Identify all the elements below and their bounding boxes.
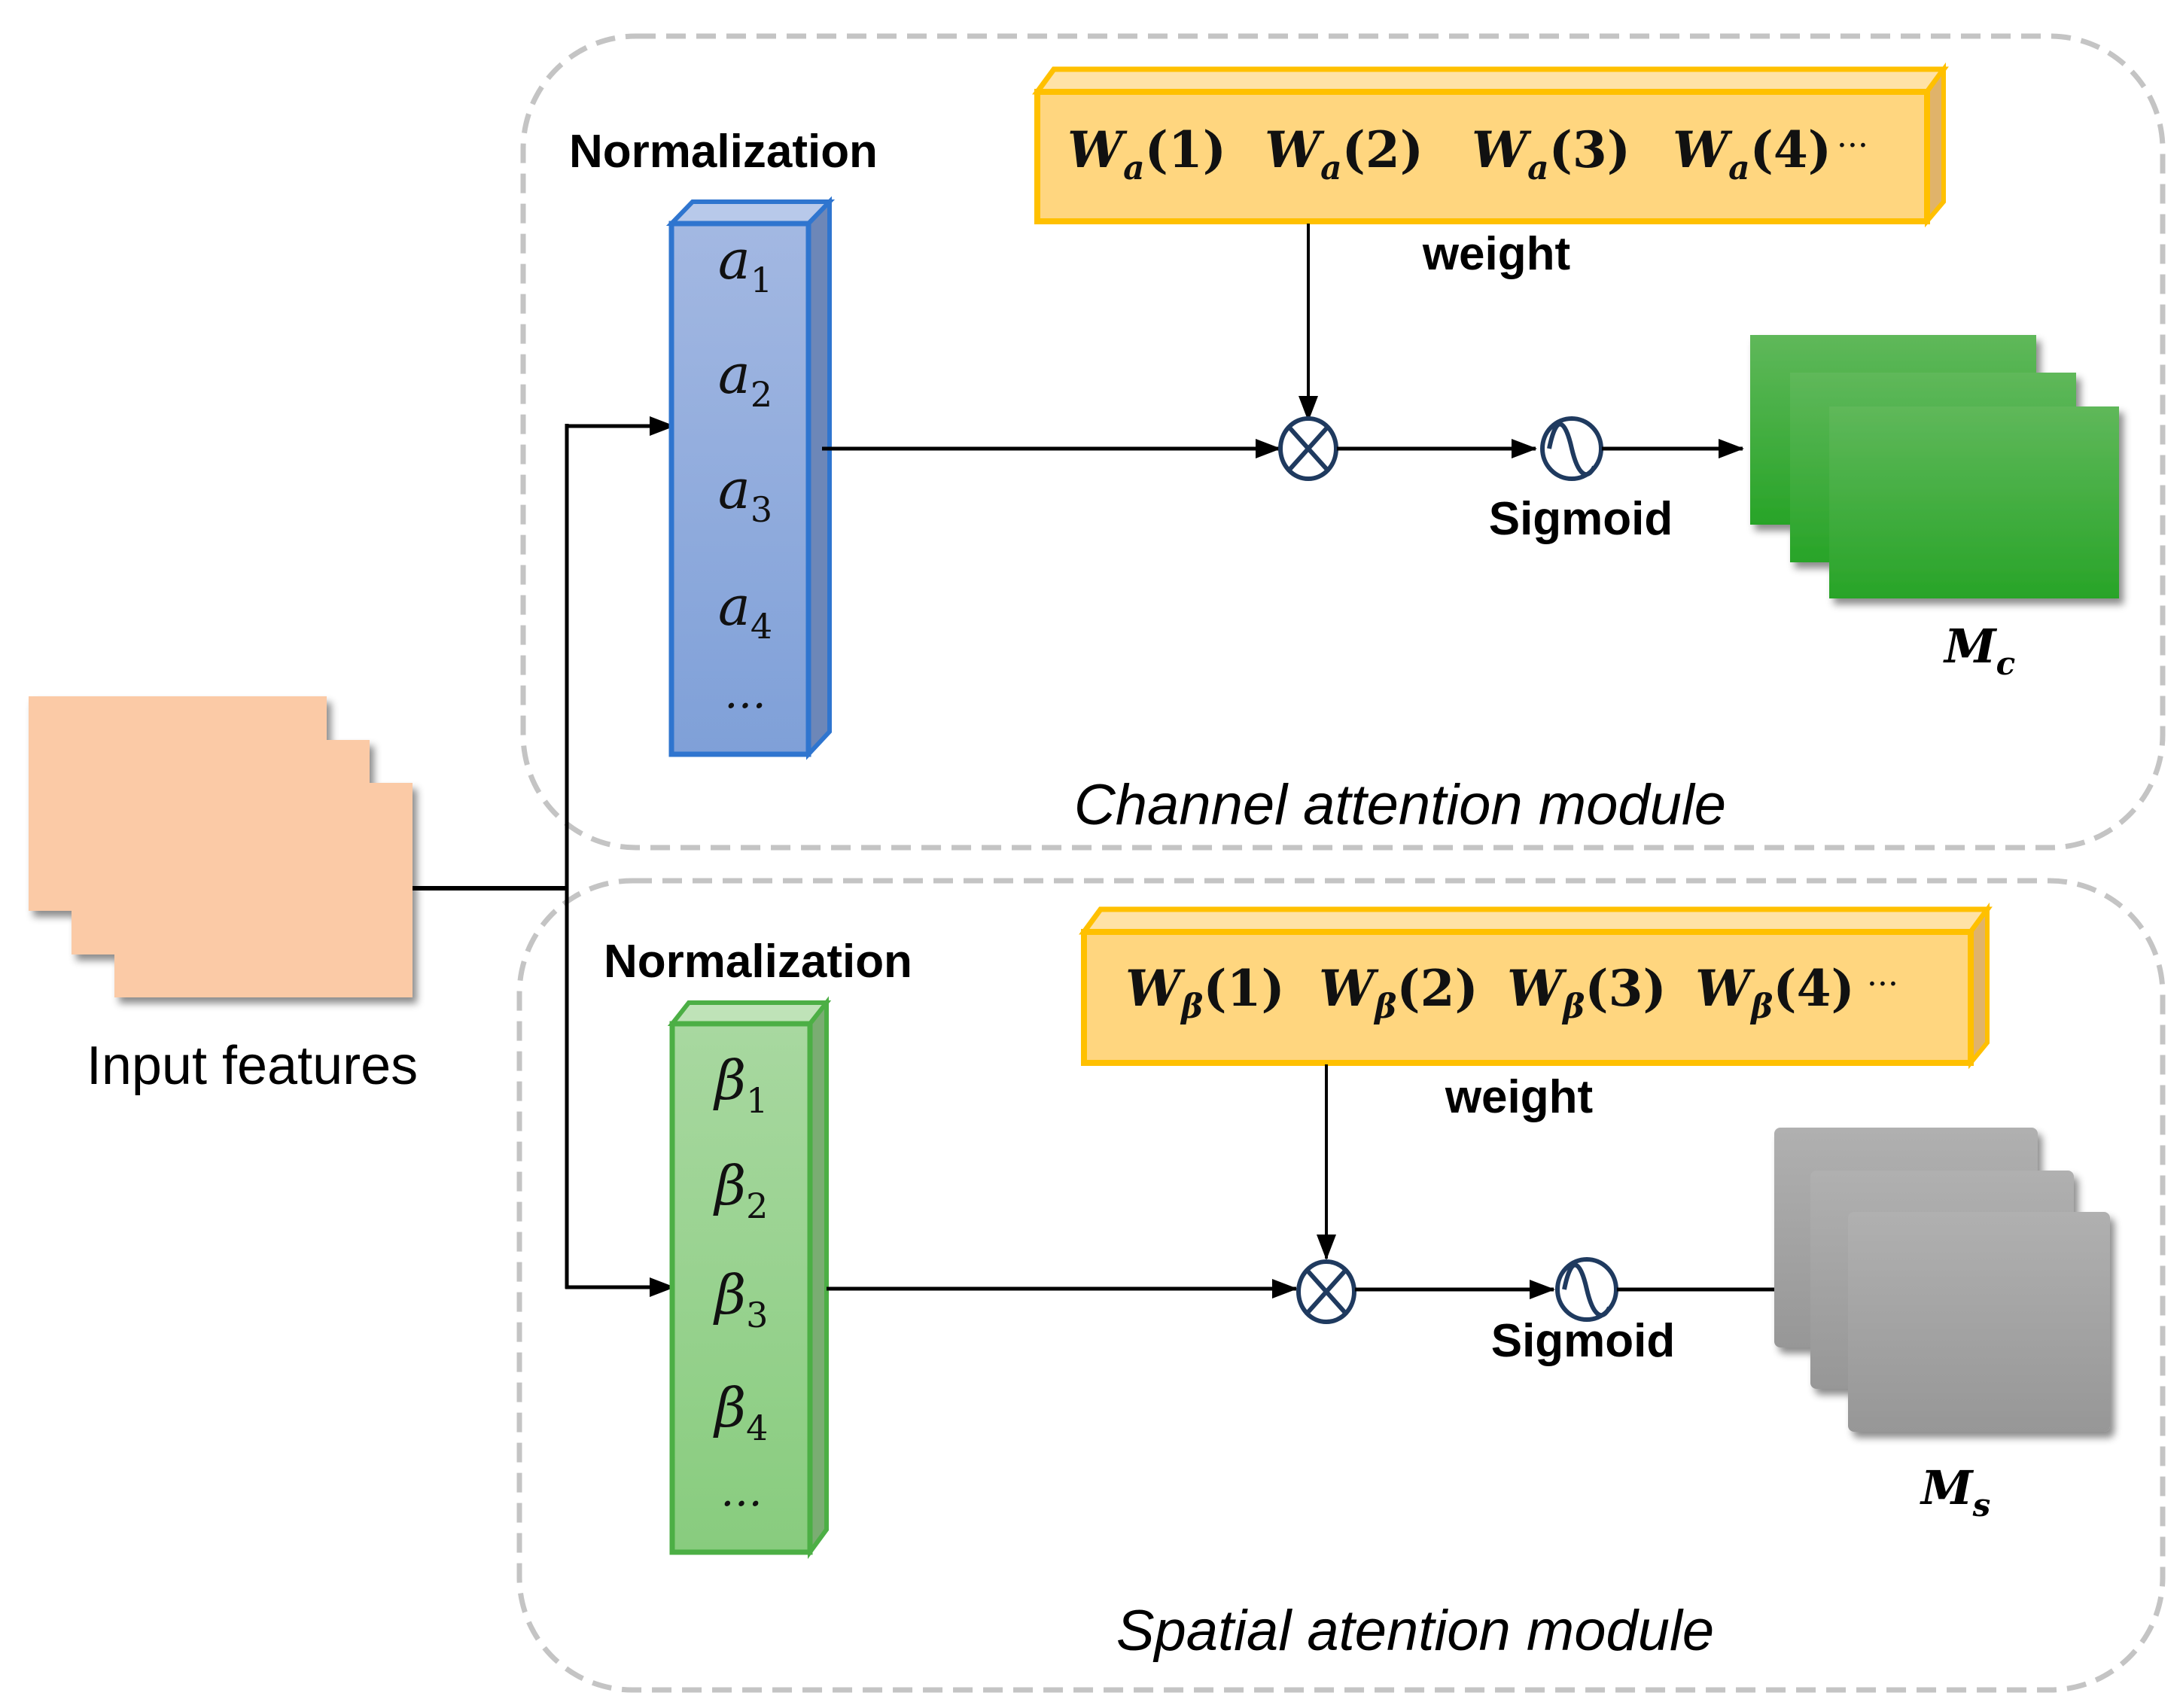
channel-output-map: [1829, 406, 2119, 598]
channel-output-subscript: c: [1996, 645, 2016, 682]
channel-element-subscript: 2: [751, 374, 772, 415]
spatial-weight-index: (1): [1203, 959, 1284, 1018]
channel-weight-symbol: W: [1673, 120, 1733, 179]
channel-weight-subscript: a: [1527, 149, 1549, 187]
spatial-weight-index: (3): [1585, 959, 1666, 1018]
channel-element: …: [724, 669, 766, 718]
channel-weight-index: (3): [1549, 120, 1630, 179]
channel-output-label: Mc: [1943, 619, 2015, 682]
channel-output-stack: [1750, 335, 2119, 598]
channel-weight-item: Wa(1): [1067, 120, 1226, 187]
spatial-element-symbol: β: [713, 1154, 747, 1217]
channel-weight-subscript: a: [1320, 149, 1342, 187]
channel-weight-item: Wa(3): [1472, 120, 1630, 187]
spatial-element-subscript: 2: [746, 1186, 768, 1226]
spatial-weight-subscript: β: [1749, 988, 1773, 1026]
spatial-weight-item: Wβ(2): [1319, 959, 1478, 1026]
channel-element-symbol: a: [718, 458, 751, 521]
spatial-element-subscript: 3: [746, 1295, 768, 1335]
spatial-weight-item: Wβ(3): [1507, 959, 1667, 1026]
spatial-weight-subscript: β: [1561, 988, 1585, 1026]
spatial-output-label: Ms: [1920, 1460, 1990, 1524]
channel-weight-item: Wa(4): [1673, 120, 1831, 187]
input-features-label: Input features: [87, 1036, 418, 1096]
spatial-output-stack: [1774, 1128, 2110, 1432]
spatial-weight-symbol: W: [1507, 959, 1567, 1018]
spatial-weight-subscript: β: [1373, 988, 1396, 1026]
spatial-element-symbol: …: [720, 1467, 763, 1516]
spatial-element: β2: [713, 1154, 769, 1226]
channel-element-symbol: a: [718, 343, 751, 406]
spatial-sigmoid-icon: [1555, 1257, 1618, 1322]
spatial-element: β4: [713, 1376, 769, 1448]
channel-element-symbol: a: [718, 574, 751, 638]
spatial-element-subscript: 4: [746, 1408, 768, 1448]
channel-module-title: Channel attention module: [1074, 773, 1726, 837]
channel-element: a2: [718, 343, 772, 415]
spatial-output-map: [1848, 1212, 2110, 1432]
spatial-weight-index: (4): [1773, 959, 1854, 1018]
spatial-weight-ellipsis: ···: [1867, 965, 1898, 1003]
spatial-multiply-icon: [1296, 1259, 1356, 1324]
spatial-output-subscript: s: [1972, 1487, 1991, 1524]
spatial-element: …: [720, 1467, 763, 1516]
channel-element-symbol: …: [724, 669, 766, 718]
spatial-element-subscript: 1: [746, 1080, 768, 1121]
channel-element: a1: [718, 228, 772, 300]
spatial-normalization-column: [667, 996, 832, 1560]
channel-sigmoid-icon: [1540, 416, 1603, 481]
channel-element-symbol: a: [718, 228, 751, 291]
spatial-weight-symbol: W: [1319, 959, 1379, 1018]
channel-weight-symbol: W: [1265, 120, 1325, 179]
channel-sigmoid-label: Sigmoid: [1489, 493, 1673, 545]
spatial-module-title: Spatial atention module: [1116, 1599, 1714, 1663]
channel-output-symbol: M: [1943, 619, 1998, 674]
channel-multiply-icon: [1278, 416, 1338, 481]
channel-weight-subscript: a: [1123, 149, 1145, 187]
spatial-weight-index: (2): [1396, 959, 1478, 1018]
spatial-output-symbol: M: [1920, 1460, 1974, 1515]
spatial-weight-symbol: W: [1125, 959, 1186, 1018]
spatial-weight-list: Wβ(1)Wβ(2)Wβ(3)Wβ(4)···: [1125, 959, 1898, 1026]
spatial-weight-label: weight: [1445, 1071, 1593, 1123]
channel-normalization-label: Normalization: [569, 126, 878, 178]
channel-weight-list: Wa(1)Wa(2)Wa(3)Wa(4)···: [1067, 120, 1868, 187]
channel-element: a3: [718, 458, 772, 530]
channel-weight-symbol: W: [1067, 120, 1128, 179]
spatial-module-boundary: [516, 878, 2166, 1693]
channel-weight-ellipsis: ···: [1837, 126, 1868, 165]
spatial-sigmoid-label: Sigmoid: [1491, 1315, 1676, 1367]
spatial-element-symbol: β: [713, 1376, 747, 1439]
channel-weight-index: (1): [1145, 120, 1226, 179]
spatial-weight-bar: [1079, 902, 1993, 1070]
input-feature-map: [114, 783, 413, 997]
spatial-element: β3: [713, 1263, 769, 1335]
channel-element: a4: [718, 574, 772, 647]
spatial-weight-subscript: β: [1180, 988, 1203, 1026]
spatial-weight-item: Wβ(1): [1125, 959, 1285, 1026]
spatial-element-list: β1β2β3β4…: [713, 1049, 769, 1516]
spatial-normalization-label: Normalization: [604, 936, 912, 988]
channel-element-subscript: 4: [751, 606, 772, 647]
input-features-stack: [29, 696, 413, 997]
channel-weight-bar: [1032, 62, 1949, 228]
spatial-element-symbol: β: [713, 1263, 747, 1326]
spatial-weight-item: Wβ(4): [1695, 959, 1855, 1026]
channel-element-subscript: 3: [751, 489, 772, 530]
spatial-element-symbol: β: [713, 1049, 747, 1112]
spatial-weight-symbol: W: [1695, 959, 1755, 1018]
channel-weight-symbol: W: [1472, 120, 1532, 179]
channel-normalization-column: [665, 196, 836, 760]
channel-weight-item: Wa(2): [1265, 120, 1423, 187]
channel-weight-index: (4): [1750, 120, 1831, 179]
spatial-element: β1: [713, 1049, 769, 1121]
channel-weight-label: weight: [1422, 228, 1570, 280]
channel-module-boundary: [520, 33, 2166, 851]
channel-element-list: a1a2a3a4…: [718, 228, 772, 718]
channel-weight-subscript: a: [1728, 149, 1750, 187]
channel-element-subscript: 1: [751, 260, 772, 300]
channel-weight-index: (2): [1342, 120, 1423, 179]
